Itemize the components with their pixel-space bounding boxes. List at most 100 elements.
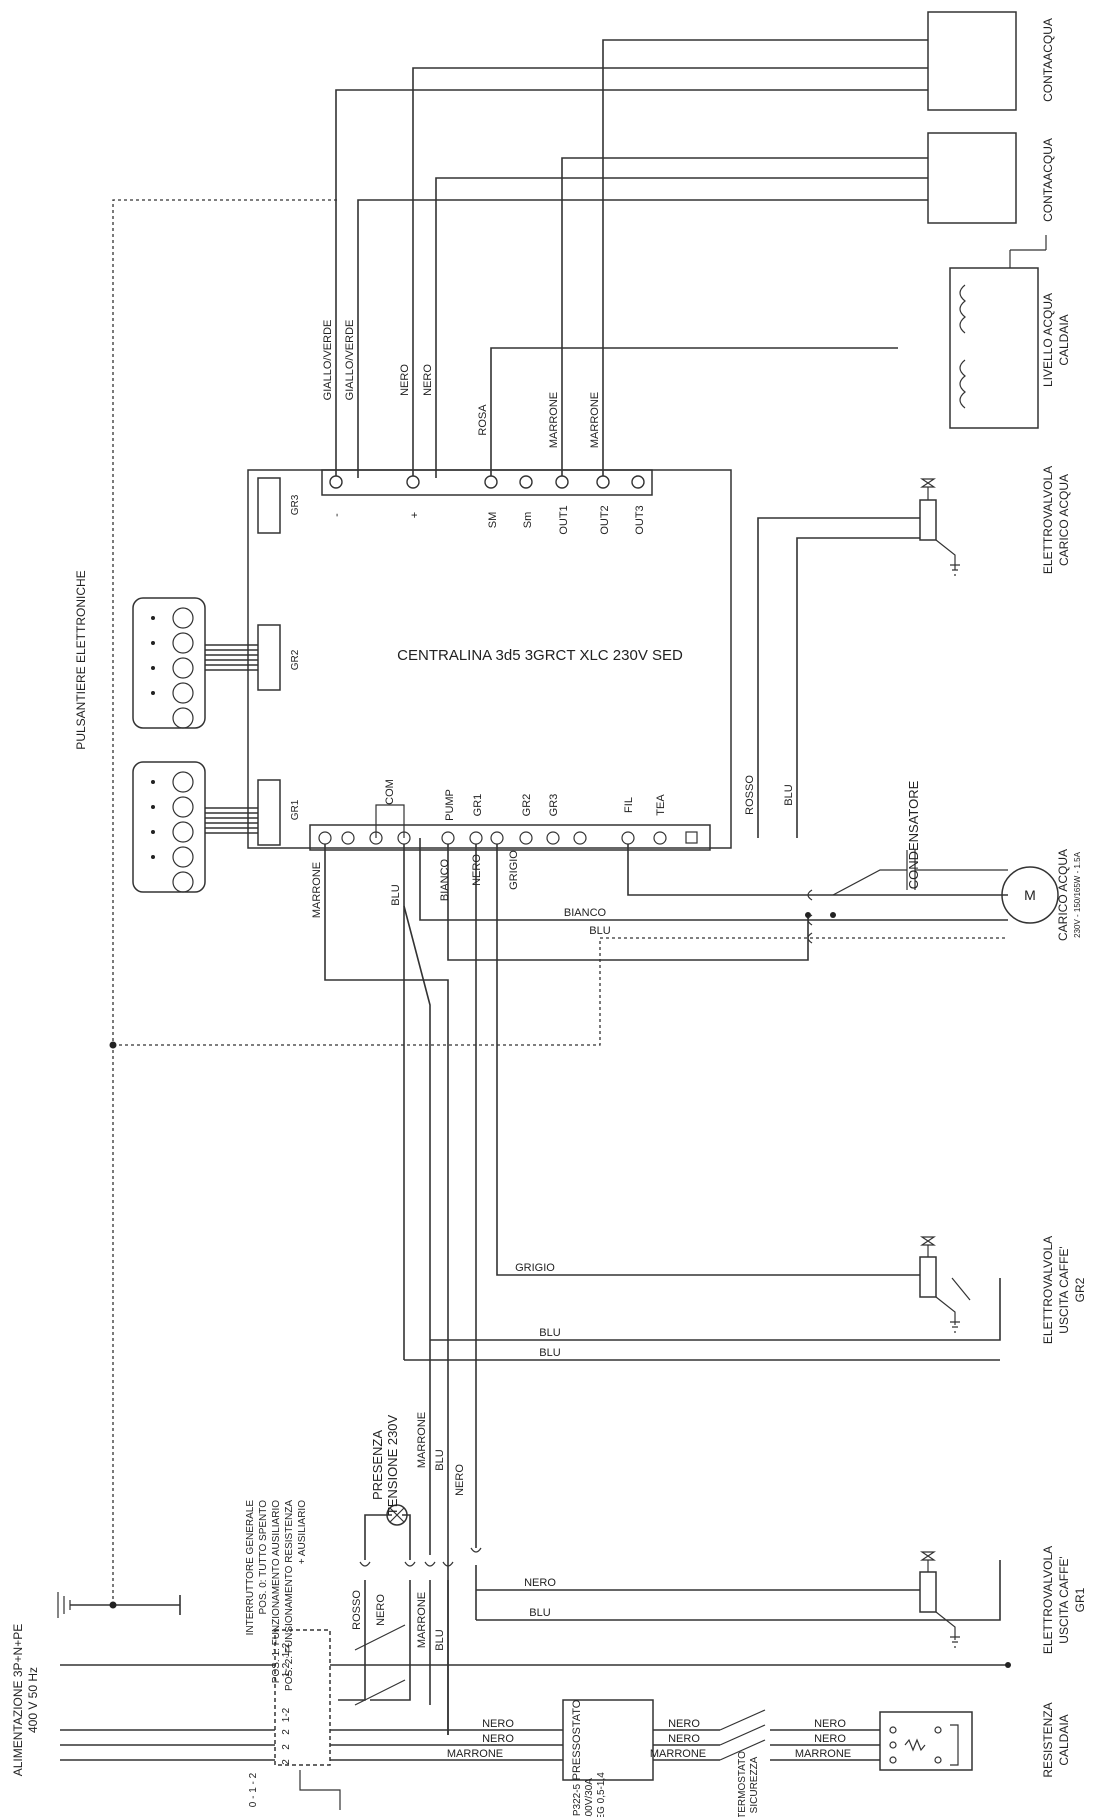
switch-positions: 0 - 1 - 2	[248, 1772, 259, 1807]
svg-text:OUT2: OUT2	[599, 505, 611, 534]
press-label-3: REG 0,5-1,4	[596, 1772, 607, 1817]
interruttore-line-3: POS. 1: FUNZIONAMENTO AUSILIARIO	[271, 1500, 282, 1683]
svg-text:BLU: BLU	[589, 925, 610, 937]
svg-text:GR1: GR1	[472, 794, 484, 817]
svg-text:SM: SM	[487, 512, 499, 529]
svg-text:BLU: BLU	[783, 784, 795, 805]
motore-carico-acqua: M CARICO ACQUA 230V - 150/165W - 1.5A	[1001, 849, 1082, 941]
pressostato-label: PRESSOSTATO	[571, 1699, 583, 1780]
ev-carico-label-2: CARICO ACQUA	[1057, 474, 1071, 566]
alim-label-2: 400 V 50 Hz	[26, 1667, 40, 1733]
svg-text:MARRONE: MARRONE	[416, 1412, 428, 1468]
carico-label-1: CARICO ACQUA	[1056, 849, 1070, 941]
svg-text:BLU: BLU	[434, 1449, 446, 1470]
contaacqua-1: CONTAACQUA	[927, 11, 1055, 111]
svg-text:NERO: NERO	[814, 1718, 846, 1730]
switch-label-6: 2	[281, 1759, 292, 1765]
switch-label-2: 1-2	[281, 1662, 292, 1677]
ev-gr2-label-1: ELETTROVALVOLA	[1041, 1236, 1055, 1344]
svg-text:MARRONE: MARRONE	[447, 1748, 503, 1760]
lampada-presenza-tensione: PRESENZA TENSIONE 230V	[370, 1414, 408, 1526]
svg-text:FIL: FIL	[623, 797, 635, 813]
svg-text:OUT3: OUT3	[634, 505, 646, 534]
elettrovalvola-gr1: ELETTROVALVOLA USCITA CAFFE' GR1	[919, 1546, 1087, 1654]
switch-label-5: 2	[281, 1744, 292, 1750]
svg-text:GIALLO/VERDE: GIALLO/VERDE	[322, 320, 334, 401]
switch-label-3: 1-2	[281, 1707, 292, 1722]
svg-text:GRIGIO: GRIGIO	[515, 1262, 555, 1274]
svg-text:MARRONE: MARRONE	[548, 392, 560, 448]
svg-text:MARRONE: MARRONE	[589, 392, 601, 448]
centralina-title: CENTRALINA 3d5 3GRCT XLC 230V SED	[397, 647, 683, 664]
svg-text:MARRONE: MARRONE	[795, 1748, 851, 1760]
ev-gr1-label-1: ELETTROVALVOLA	[1041, 1546, 1055, 1654]
contaacqua-1-label: CONTAACQUA	[1041, 18, 1055, 102]
interruttore-line-2: POS. 0: TUTTO SPENTO	[258, 1500, 269, 1615]
svg-text:BLU: BLU	[390, 884, 402, 905]
livello-acqua: LIVELLO ACQUA CALDAIA	[949, 235, 1071, 429]
svg-text:COM: COM	[384, 779, 396, 805]
svg-text:ROSSO: ROSSO	[351, 1590, 363, 1630]
resistenza-label-1: RESISTENZA	[1041, 1702, 1055, 1777]
switch-label-1: 1-2	[281, 1642, 292, 1657]
svg-text:NERO: NERO	[454, 1464, 466, 1496]
contaacqua-2-label: CONTAACQUA	[1041, 138, 1055, 222]
svg-text:+: +	[409, 512, 421, 518]
svg-text:NERO: NERO	[422, 364, 434, 396]
svg-text:NERO: NERO	[399, 364, 411, 396]
svg-text:BLU: BLU	[539, 1347, 560, 1359]
centralina: CENTRALINA 3d5 3GRCT XLC 230V SED GR3 GR…	[247, 469, 732, 851]
carico-label-2: 230V - 150/165W - 1.5A	[1073, 851, 1082, 937]
svg-text:MARRONE: MARRONE	[650, 1748, 706, 1760]
bottom-terminal-strip	[309, 824, 711, 851]
resistenza-caldaia: RESISTENZA CALDAIA	[879, 1702, 1071, 1778]
connector-gr2: GR2	[257, 624, 301, 691]
svg-text:BLU: BLU	[529, 1607, 550, 1619]
svg-text:MARRONE: MARRONE	[311, 862, 323, 918]
condensatore: CONDENSATORE	[832, 780, 1008, 896]
motor-symbol: M	[1024, 887, 1036, 903]
svg-text:MARRONE: MARRONE	[416, 1592, 428, 1648]
svg-text:GR2: GR2	[521, 794, 533, 817]
bottom-terminal-labels: COM PUMP GR1 GR2 GR3 FIL TEA	[384, 779, 667, 821]
presenza-label-2: TENSIONE 230V	[385, 1414, 400, 1515]
press-label-1: P322-5	[572, 1783, 583, 1816]
elettrovalvola-gr2: ELETTROVALVOLA USCITA CAFFE' GR2	[919, 1236, 1087, 1344]
svg-text:ROSA: ROSA	[477, 404, 489, 436]
ev-gr2-label-3: GR2	[1073, 1277, 1087, 1302]
junctions	[109, 912, 1011, 1668]
ev-carico-label-1: ELETTROVALVOLA	[1041, 466, 1055, 574]
svg-text:GR2: GR2	[290, 649, 301, 670]
termostato-label-1: TERMOSTATO	[737, 1751, 748, 1817]
pulsantiera-2-buttons	[151, 771, 194, 893]
pulsantiere: PULSANTIERE ELETTRONICHE	[74, 570, 258, 893]
svg-text:NERO: NERO	[668, 1733, 700, 1745]
connector-gr3: GR3	[257, 477, 301, 534]
svg-text:OUT1: OUT1	[558, 505, 570, 534]
interruttore-line-5: + AUSILIARIO	[297, 1500, 308, 1564]
svg-text:BIANCO: BIANCO	[564, 907, 607, 919]
interruttore-generale: INTERRUTTORE GENERALE POS. 0: TUTTO SPEN…	[245, 1500, 341, 1810]
termostato-sicurezza: TERMOSTATO SICUREZZA	[719, 1709, 766, 1817]
svg-text:GR3: GR3	[290, 494, 301, 515]
alim-label-1: ALIMENTAZIONE 3P+N+PE	[11, 1624, 25, 1777]
switch-label-4: 2	[281, 1729, 292, 1735]
top-terminal-labels: - + SM Sm OUT1 OUT2 OUT3	[331, 505, 646, 534]
svg-text:TEA: TEA	[655, 794, 667, 816]
svg-text:NERO: NERO	[814, 1733, 846, 1745]
interruttore-line-4: POS. 2: FUNSIONAMENTO RESISTENZA	[284, 1500, 295, 1691]
ev-gr1-label-2: USCITA CAFFE'	[1057, 1556, 1071, 1643]
condensatore-label: CONDENSATORE	[906, 780, 921, 889]
svg-text:NERO: NERO	[375, 1594, 387, 1626]
svg-text:BLU: BLU	[434, 1629, 446, 1650]
pulsantiera-1-buttons	[151, 607, 194, 729]
wire-labels: GIALLO/VERDE GIALLO/VERDE NERO NERO ROSA…	[311, 320, 851, 1760]
interruttore-line-1: INTERRUTTORE GENERALE	[245, 1500, 256, 1636]
elettrovalvola-carico-acqua: ELETTROVALVOLA CARICO ACQUA	[919, 466, 1071, 576]
svg-text:-: -	[331, 513, 343, 517]
livello-label-2: CALDAIA	[1057, 314, 1071, 365]
ev-gr2-label-2: USCITA CAFFE'	[1057, 1246, 1071, 1333]
panel-label: PULSANTIERE ELETTRONICHE	[74, 570, 88, 749]
presenza-label-1: PRESENZA	[370, 1430, 385, 1500]
